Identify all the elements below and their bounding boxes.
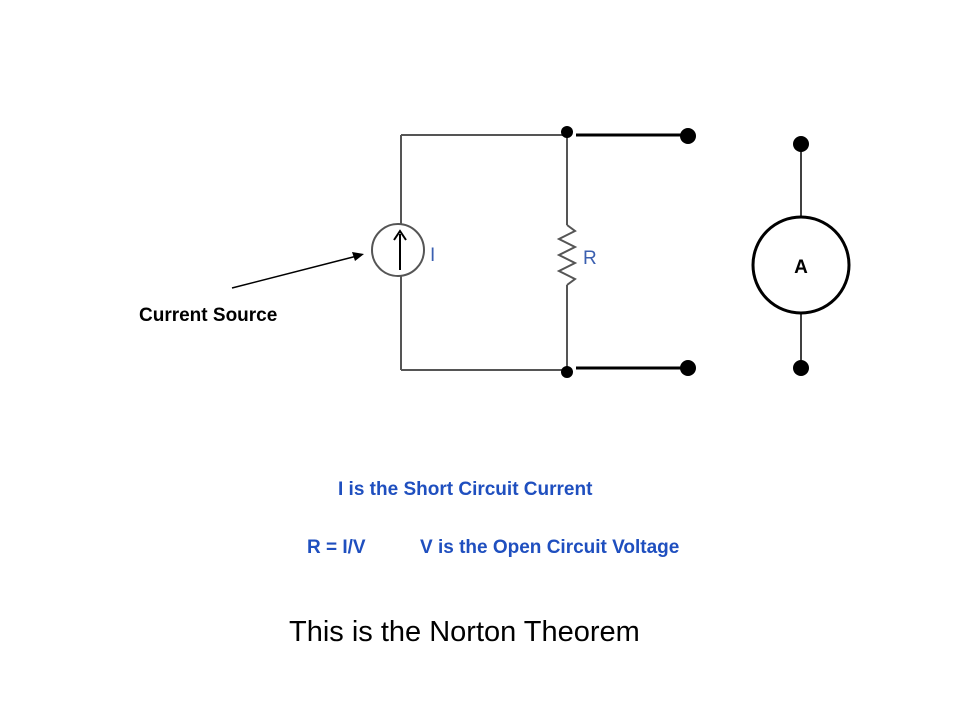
- junction-dot-bottom: [561, 366, 573, 378]
- ammeter-circle: [751, 215, 851, 315]
- ammeter: A: [751, 136, 851, 376]
- terminal-bottom: [680, 360, 696, 376]
- circuit-wires: [400, 134, 578, 371]
- callout-arrow: [231, 252, 364, 289]
- ammeter-label: A: [794, 257, 808, 278]
- current-source-circle: [371, 223, 425, 277]
- callout-arrow-head: [352, 252, 364, 261]
- current-source-callout: Current Source: [139, 305, 278, 326]
- resistance-equation: R = I/V: [307, 537, 366, 558]
- terminal-top: [680, 128, 696, 144]
- short-circuit-note: I is the Short Circuit Current: [338, 479, 593, 500]
- current-arrow-head: [393, 229, 407, 241]
- callout-arrow-line: [231, 255, 358, 289]
- resistor-label: R: [583, 248, 597, 269]
- theorem-title: This is the Norton Theorem: [289, 616, 640, 648]
- resistor-zigzag: [556, 224, 578, 286]
- ammeter-terminal-top: [793, 136, 809, 152]
- current-source: [371, 223, 425, 277]
- junction-dot-top: [561, 126, 573, 138]
- ammeter-terminal-bottom: [793, 360, 809, 376]
- source-label: I: [430, 245, 435, 266]
- open-circuit-note: V is the Open Circuit Voltage: [420, 537, 680, 558]
- output-leads: [576, 133, 688, 370]
